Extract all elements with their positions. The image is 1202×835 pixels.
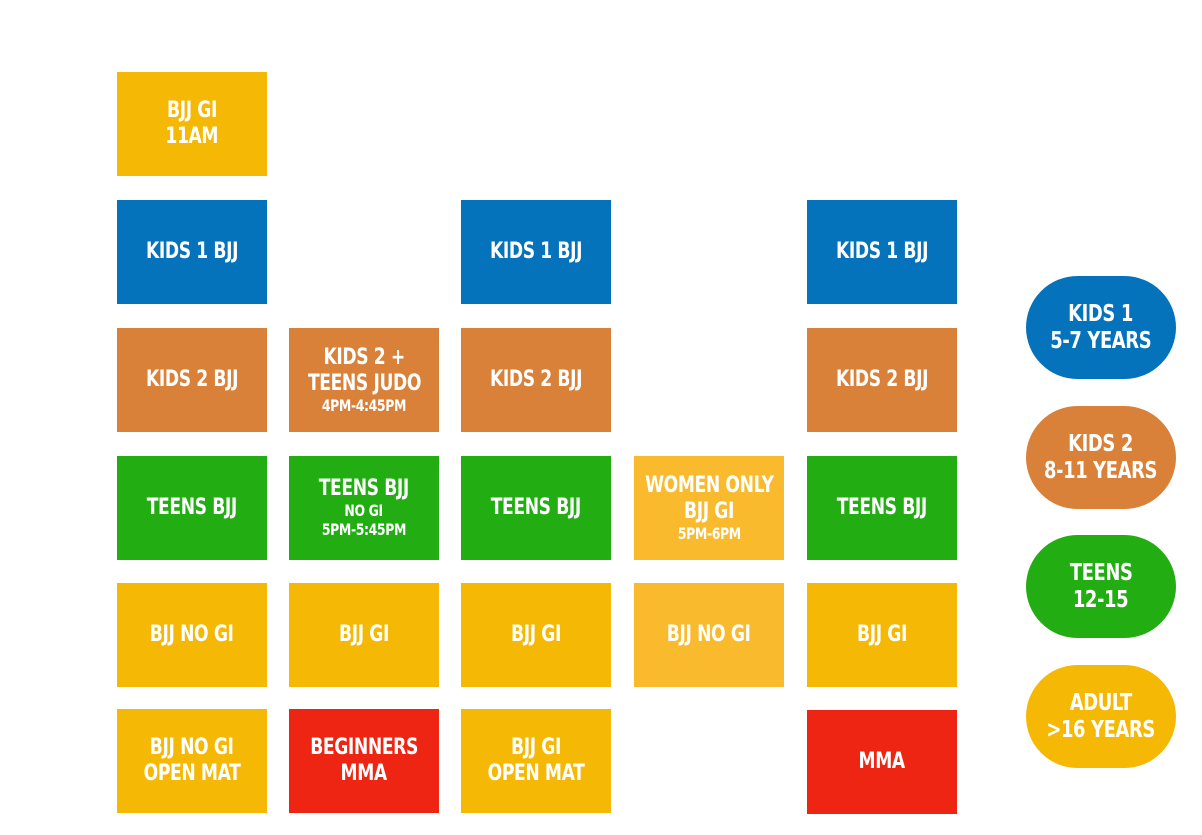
legend-label: KIDS 2 xyxy=(1068,431,1134,458)
class-name: KIDS 1 BJJ xyxy=(145,239,239,265)
class-block-teens-bjj-no-gi: TEENS BJJ NO GI 5PM-5:45PM xyxy=(289,456,439,560)
legend-age: 12-15 xyxy=(1073,586,1129,613)
legend-kids2: KIDS 2 8-11 YEARS xyxy=(1026,406,1176,509)
class-name: BJJ GI xyxy=(857,622,907,648)
class-block-bjj-no-gi: BJJ NO GI xyxy=(117,583,267,687)
class-name: TEENS BJJ xyxy=(490,495,582,521)
class-block-bjj-gi-11am: BJJ GI 11AM xyxy=(117,72,267,176)
legend-age: >16 YEARS xyxy=(1046,716,1156,743)
class-name: BJJ NO GI xyxy=(150,735,234,761)
class-name: BJJ GI xyxy=(511,622,561,648)
class-subtitle: MMA xyxy=(340,761,388,786)
legend-age: 8-11 YEARS xyxy=(1044,457,1158,484)
legend-teens: TEENS 12-15 xyxy=(1026,535,1176,638)
class-block-women-only-bjj-gi: WOMEN ONLY BJJ GI 5PM-6PM xyxy=(634,456,784,560)
class-time: 4PM-4:45PM xyxy=(321,395,407,415)
legend-adult: ADULT >16 YEARS xyxy=(1026,665,1176,768)
class-block-bjj-gi: BJJ GI xyxy=(807,583,957,687)
class-block-kids2-bjj: KIDS 2 BJJ xyxy=(117,328,267,432)
class-block-kids2-teens-judo: KIDS 2 + TEENS JUDO 4PM-4:45PM xyxy=(289,328,439,432)
class-block-kids2-bjj: KIDS 2 BJJ xyxy=(461,328,611,432)
class-name: TEENS BJJ xyxy=(146,495,238,521)
legend-label: ADULT xyxy=(1069,690,1133,717)
class-block-bjj-gi: BJJ GI xyxy=(289,583,439,687)
class-block-bjj-no-gi-open-mat: BJJ NO GI OPEN MAT xyxy=(117,709,267,813)
class-name: KIDS 1 BJJ xyxy=(835,239,929,265)
class-name: KIDS 1 BJJ xyxy=(489,239,583,265)
legend-label: KIDS 1 xyxy=(1068,301,1134,328)
class-name: KIDS 2 + xyxy=(323,344,405,370)
class-block-kids1-bjj: KIDS 1 BJJ xyxy=(117,200,267,304)
class-name: WOMEN ONLY xyxy=(644,472,774,498)
legend-age: 5-7 YEARS xyxy=(1050,327,1152,354)
class-name: BJJ NO GI xyxy=(150,622,234,648)
legend-kids1: KIDS 1 5-7 YEARS xyxy=(1026,276,1176,379)
class-time: 11AM xyxy=(165,124,219,149)
class-block-teens-bjj: TEENS BJJ xyxy=(461,456,611,560)
class-block-teens-bjj: TEENS BJJ xyxy=(807,456,957,560)
class-time: 5PM-6PM xyxy=(677,523,741,543)
class-name: TEENS BJJ xyxy=(318,476,410,502)
class-name: BJJ GI xyxy=(167,98,217,124)
class-name: BJJ NO GI xyxy=(667,622,751,648)
class-name: BJJ GI xyxy=(339,622,389,648)
class-time: 5PM-5:45PM xyxy=(321,519,407,539)
class-block-kids2-bjj: KIDS 2 BJJ xyxy=(807,328,957,432)
class-block-kids1-bjj: KIDS 1 BJJ xyxy=(461,200,611,304)
class-name: KIDS 2 BJJ xyxy=(145,367,239,393)
class-name: TEENS BJJ xyxy=(836,495,928,521)
class-block-mma: MMA xyxy=(807,710,957,814)
class-block-bjj-gi-open-mat: BJJ GI OPEN MAT xyxy=(461,709,611,813)
class-block-beginners-mma: BEGINNERS MMA xyxy=(289,709,439,813)
class-name: KIDS 2 BJJ xyxy=(489,367,583,393)
class-subtitle: NO GI xyxy=(344,501,384,521)
class-name: BEGINNERS xyxy=(310,735,418,761)
class-block-bjj-gi: BJJ GI xyxy=(461,583,611,687)
class-subtitle: OPEN MAT xyxy=(487,761,585,786)
class-name: BJJ GI xyxy=(511,735,561,761)
class-block-bjj-no-gi: BJJ NO GI xyxy=(634,583,784,687)
class-block-teens-bjj: TEENS BJJ xyxy=(117,456,267,560)
class-name: MMA xyxy=(858,749,906,775)
class-subtitle: OPEN MAT xyxy=(143,761,241,786)
class-subtitle: TEENS JUDO xyxy=(307,370,421,396)
class-name: KIDS 2 BJJ xyxy=(835,367,929,393)
class-subtitle: BJJ GI xyxy=(684,498,734,524)
class-block-kids1-bjj: KIDS 1 BJJ xyxy=(807,200,957,304)
legend-label: TEENS xyxy=(1069,560,1133,587)
